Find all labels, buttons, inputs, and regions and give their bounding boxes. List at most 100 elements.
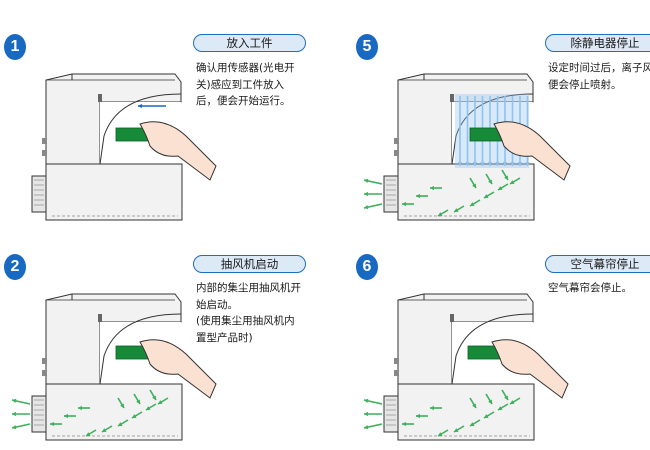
indicator-icon bbox=[394, 150, 399, 156]
step-5-line-2: 便会停止喷射。 bbox=[548, 78, 622, 91]
step-5-line-1: 设定时间过后，离子风 bbox=[548, 62, 650, 74]
indicator-icon bbox=[394, 370, 399, 376]
airflow-arrows-icon bbox=[402, 421, 414, 427]
airflow-arrows-icon bbox=[483, 191, 495, 199]
indicator-icon bbox=[394, 358, 399, 364]
airflow-arrows-icon bbox=[149, 389, 157, 401]
airflow-arrows-icon bbox=[101, 425, 113, 433]
airflow-arrows-icon bbox=[117, 419, 129, 427]
airflow-arrows-icon bbox=[11, 398, 31, 405]
airflow-arrows-icon bbox=[363, 423, 383, 430]
chamber-curve bbox=[99, 93, 182, 165]
airflow-arrows-icon bbox=[509, 397, 521, 405]
step-2-line-2: 始启动。 bbox=[196, 298, 238, 311]
airflow-arrows-icon bbox=[469, 419, 481, 427]
machine-illustration-6 bbox=[363, 293, 569, 441]
exhaust-port bbox=[383, 395, 399, 433]
step-1-line-2: 关)感应到工件放入 bbox=[196, 78, 285, 91]
airflow-arrows-icon bbox=[485, 393, 493, 405]
indicator-icon bbox=[42, 150, 47, 156]
airflow-arrows-icon bbox=[64, 413, 76, 419]
airflow-arrows-icon bbox=[78, 405, 90, 411]
airflow-arrows-icon bbox=[453, 205, 465, 213]
airflow-arrows-icon bbox=[12, 411, 30, 417]
step-title-2: 抽风机启动 bbox=[193, 255, 306, 273]
step-6-line-1: 空气幕帘会停止。 bbox=[548, 282, 632, 294]
airflow-arrows-icon bbox=[501, 389, 509, 401]
lower-base bbox=[397, 163, 535, 221]
airflow-arrows-icon bbox=[501, 169, 509, 181]
lower-base bbox=[45, 383, 183, 441]
airflow-arrows-icon bbox=[363, 178, 383, 185]
lower-base bbox=[45, 163, 183, 221]
airflow-arrows-icon bbox=[430, 405, 442, 411]
exhaust-port bbox=[31, 175, 47, 213]
hand-icon bbox=[493, 121, 571, 181]
airflow-arrows-icon bbox=[364, 411, 382, 417]
step-2-line-3: (使用集尘用抽风机内 bbox=[196, 315, 295, 327]
chamber-curve bbox=[99, 313, 182, 385]
airflow-arrows-icon bbox=[157, 397, 169, 405]
airflow-arrows-icon bbox=[402, 201, 414, 207]
airflow-arrows-icon bbox=[131, 411, 143, 419]
airflow-arrows-icon bbox=[364, 191, 382, 197]
airflow-arrows-icon bbox=[416, 193, 428, 199]
step-number-1: 1 bbox=[4, 34, 26, 60]
airflow-arrows-icon bbox=[469, 397, 477, 409]
airflow-arrows-icon bbox=[85, 429, 97, 437]
hand-icon bbox=[491, 339, 569, 399]
airflow-arrows-icon bbox=[416, 413, 428, 419]
lower-base bbox=[397, 383, 535, 441]
step-description-2: 内部的集尘用抽风机开 始启动。 (使用集尘用抽风机内 置型产品时) bbox=[196, 280, 301, 346]
sensor-icon bbox=[450, 94, 454, 102]
airflow-arrows-icon bbox=[145, 403, 157, 411]
airflow-arrows-icon bbox=[363, 203, 383, 210]
exhaust-port bbox=[383, 175, 399, 213]
airflow-arrows-icon bbox=[469, 177, 477, 189]
hand-icon bbox=[139, 121, 217, 181]
exhaust-port bbox=[31, 395, 47, 433]
chamber-curve bbox=[451, 313, 534, 385]
indicator-icon bbox=[394, 138, 399, 144]
step-2-line-1: 内部的集尘用抽风机开 bbox=[196, 282, 301, 294]
chamber-curve bbox=[451, 93, 534, 165]
ion-air-jet-icon bbox=[465, 96, 470, 166]
airflow-arrows-icon bbox=[430, 185, 442, 191]
step-description-1: 确认用传感器(光电开 关)感应到工件放入 后，便会开始运行。 bbox=[196, 60, 295, 110]
step-1-line-1: 确认用传感器(光电开 bbox=[196, 62, 295, 74]
machine-illustration-1 bbox=[31, 73, 217, 221]
step-title-1: 放入工件 bbox=[193, 34, 306, 52]
machine-illustration-2 bbox=[11, 293, 217, 441]
sensor-icon bbox=[98, 94, 102, 102]
airflow-arrows-icon bbox=[133, 393, 141, 405]
step-title-6: 空气幕帘停止 bbox=[545, 255, 650, 273]
ion-air-jet-icon bbox=[457, 96, 463, 166]
sensor-icon bbox=[450, 314, 454, 322]
airflow-arrows-icon bbox=[497, 403, 509, 411]
airflow-arrows-icon bbox=[453, 425, 465, 433]
sensor-icon bbox=[98, 314, 102, 322]
indicator-icon bbox=[42, 138, 47, 144]
airflow-arrows-icon bbox=[497, 183, 509, 191]
step-2-line-4: 置型产品时) bbox=[196, 331, 253, 344]
indicator-icon bbox=[42, 358, 47, 364]
step-title-5: 除静电器停止 bbox=[545, 34, 650, 52]
step-description-6: 空气幕帘会停止。 bbox=[548, 280, 632, 297]
indicator-icon bbox=[42, 370, 47, 376]
airflow-arrows-icon bbox=[483, 411, 495, 419]
airflow-arrows-icon bbox=[469, 199, 481, 207]
airflow-arrows-icon bbox=[485, 173, 493, 185]
airflow-arrows-icon bbox=[363, 398, 383, 405]
step-number-5: 5 bbox=[356, 34, 378, 60]
step-number-2: 2 bbox=[4, 254, 26, 280]
step-number-6: 6 bbox=[356, 254, 378, 280]
airflow-arrows-icon bbox=[437, 209, 449, 217]
step-1-line-3: 后，便会开始运行。 bbox=[196, 95, 291, 107]
machine-illustration-5 bbox=[363, 73, 571, 221]
airflow-arrows-icon bbox=[11, 423, 31, 430]
airflow-arrows-icon bbox=[509, 177, 521, 185]
airflow-arrows-icon bbox=[50, 421, 62, 427]
sensor-arrow-icon bbox=[138, 103, 166, 109]
hand-icon bbox=[139, 339, 217, 399]
step-description-5: 设定时间过后，离子风 便会停止喷射。 bbox=[548, 60, 650, 93]
